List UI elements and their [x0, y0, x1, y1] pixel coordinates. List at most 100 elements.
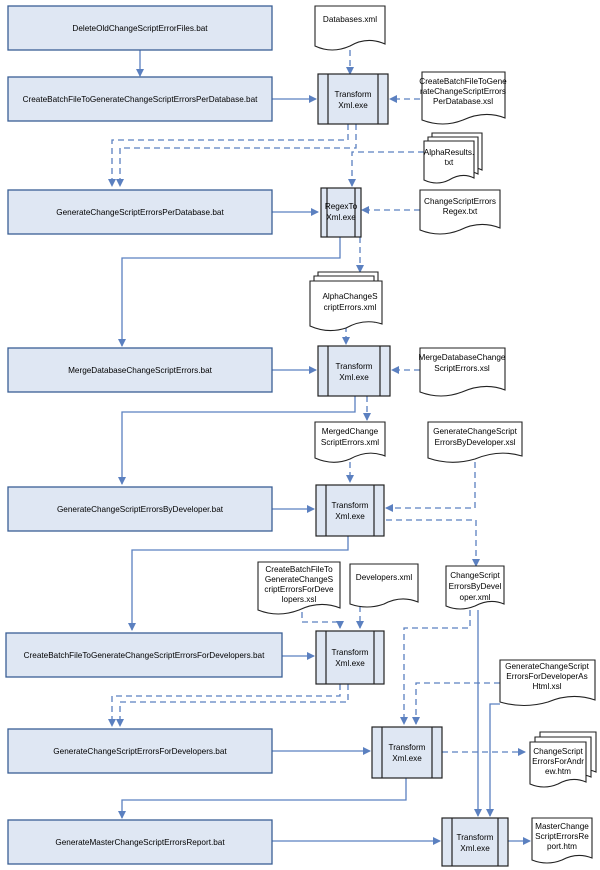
bat-delete-old-box[interactable]: [7, 5, 273, 51]
bat-by-developer-label: GenerateChangeScriptErrorsByDeveloper.ba…: [57, 505, 224, 514]
bat-merge-database-box[interactable]: [7, 347, 273, 393]
process-transform-4[interactable]: Transform Xml.exe: [315, 630, 385, 685]
bat-create-for-developers-label: CreateBatchFileToGenerateChangeScriptErr…: [24, 651, 265, 660]
conn-bydevxml-tx5: [400, 610, 471, 725]
doc-merged-xml-line1: MergedChange: [322, 427, 379, 436]
doc-for-andrew-htm-line1: ChangeScript: [533, 747, 583, 756]
process-transform-3[interactable]: Transform Xml.exe: [315, 484, 385, 537]
batch-files: DeleteOldChangeScriptErrorFiles.bat Crea…: [5, 5, 283, 865]
conn-tx1-bat2b: [116, 124, 357, 187]
doc-as-html-xsl-line2: ErrorsForDeveloperAs: [506, 672, 587, 681]
process-transform-4-line2: Xml.exe: [335, 659, 365, 668]
process-transform-3-line1: Transform: [332, 501, 369, 510]
bat-create-per-database-box[interactable]: [7, 76, 273, 122]
doc-master-report-htm-line1: MasterChange: [535, 822, 589, 831]
doc-for-andrew-htm-line3: ew.htm: [545, 767, 571, 776]
doc-create-for-developers-xsl-line3: criptErrorsForDeve: [264, 585, 334, 594]
doc-for-andrew-htm[interactable]: ChangeScript ErrorsForAndr ew.htm: [529, 731, 597, 788]
doc-databases-xml[interactable]: Databases.xml: [314, 5, 386, 51]
bat-generate-per-database-label: GenerateChangeScriptErrorsPerDatabase.ba…: [56, 208, 224, 217]
doc-alpha-results-txt-line1: AlphaResults.: [424, 148, 475, 157]
doc-create-per-database-xsl[interactable]: CreateBatchFileToGene rateChangeScriptEr…: [419, 71, 507, 125]
doc-create-for-developers-xsl-line1: CreateBatchFileTo: [265, 565, 333, 574]
process-transform-2[interactable]: Transform Xml.exe: [317, 345, 391, 397]
doc-regex-txt-line1: ChangeScriptErrors: [424, 197, 496, 206]
process-transform-1[interactable]: Transform Xml.exe: [317, 73, 389, 125]
doc-create-for-developers-xsl[interactable]: CreateBatchFileTo GenerateChangeS criptE…: [257, 561, 341, 615]
process-transform-3-line2: Xml.exe: [335, 512, 365, 521]
doc-as-html-xsl[interactable]: GenerateChangeScript ErrorsForDeveloperA…: [499, 659, 596, 707]
doc-merged-change-script-errors-xml[interactable]: MergedChange ScriptErrors.xml: [314, 421, 386, 463]
conn-tx3-bydevxml: [386, 519, 480, 567]
doc-as-html-xsl-line1: GenerateChangeScript: [505, 662, 589, 671]
doc-by-developer-xsl-line2: ErrorsByDeveloper.xsl: [435, 438, 516, 447]
process-transform-2-line2: Xml.exe: [339, 373, 369, 382]
doc-by-developer-xml[interactable]: ChangeScript ErrorsByDevel oper.xml: [445, 565, 505, 610]
bat-generate-for-developers-label: GenerateChangeScriptErrorsForDevelopers.…: [53, 747, 227, 756]
conn-devhtmlxsl-tx5: [412, 682, 500, 725]
process-regex[interactable]: RegexTo Xml.exe: [320, 187, 362, 238]
process-transform-6-line1: Transform: [457, 833, 494, 842]
process-transform-1-line1: Transform: [335, 90, 372, 99]
process-transform-5-line1: Transform: [389, 743, 426, 752]
doc-alpha-change-script-errors-xml[interactable]: AlphaChangeS criptErrors.xml: [309, 271, 383, 332]
doc-developers-xml[interactable]: Developers.xml: [349, 563, 419, 608]
doc-for-andrew-htm-line2: ErrorsForAndr: [532, 757, 584, 766]
doc-merge-database-xsl-line1: MergeDatabaseChange: [419, 353, 506, 362]
doc-master-report-htm[interactable]: MasterChange ScriptErrorsRe port.htm: [531, 817, 593, 864]
process-transform-5-line2: Xml.exe: [392, 754, 422, 763]
process-transform-5[interactable]: Transform Xml.exe: [371, 726, 443, 779]
conn-tx4-bat6a: [108, 684, 341, 727]
bat-by-developer-box[interactable]: [7, 486, 273, 532]
doc-alpha-results-txt[interactable]: AlphaResults. txt: [423, 132, 483, 184]
doc-by-developer-xsl-line1: GenerateChangeScript: [433, 427, 517, 436]
process-transform-1-line2: Xml.exe: [338, 101, 368, 110]
connectors: [108, 50, 531, 845]
doc-by-developer-xsl[interactable]: GenerateChangeScript ErrorsByDeveloper.x…: [427, 421, 523, 463]
doc-master-report-htm-line3: port.htm: [547, 842, 577, 851]
doc-as-html-xsl-line3: Html.xsl: [532, 682, 561, 691]
conn-tx5-bat7: [118, 778, 407, 819]
process-regex-line2: Xml.exe: [326, 213, 356, 222]
process-transform-2-line1: Transform: [336, 362, 373, 371]
bat-merge-database-label: MergeDatabaseChangeScriptErrors.bat: [68, 366, 213, 375]
doc-create-per-database-xsl-line2: rateChangeScriptErrors: [420, 87, 506, 96]
conn-devxsl-tx6: [486, 703, 500, 817]
conn-bydevxsl-tx3: [385, 462, 476, 512]
doc-create-per-database-xsl-line3: PerDatabase.xsl: [433, 97, 493, 106]
conn-tx2-bat4: [118, 396, 356, 485]
doc-alpha-results-txt-line2: txt: [445, 158, 454, 167]
bat-generate-per-database-box[interactable]: [7, 189, 273, 235]
doc-developers-xml-line1: Developers.xml: [356, 573, 413, 582]
process-regex-line1: RegexTo: [325, 202, 358, 211]
process-transform-6[interactable]: Transform Xml.exe: [441, 817, 509, 867]
bat-generate-for-developers-box[interactable]: [7, 728, 273, 774]
doc-regex-txt[interactable]: ChangeScriptErrors Regex.txt: [419, 189, 501, 235]
conn-tx1-bat2a: [108, 124, 349, 187]
bat-master-report-box[interactable]: [7, 819, 273, 865]
conn-regex-bat3: [118, 237, 341, 347]
documents: Databases.xml CreateBatchFileToGene rate…: [257, 5, 597, 864]
bat-master-report-label: GenerateMasterChangeScriptErrorsReport.b…: [55, 838, 225, 847]
doc-databases-xml-line1: Databases.xml: [323, 15, 377, 24]
conn-alpha-regex: [348, 151, 424, 187]
doc-merge-database-xsl-line2: ScriptErrors.xsl: [434, 364, 490, 373]
conn-tx4-bat6b: [116, 684, 349, 727]
doc-master-report-htm-line2: ScriptErrorsRe: [535, 832, 589, 841]
bat-create-per-database-label: CreateBatchFileToGenerateChangeScriptErr…: [23, 95, 259, 104]
doc-regex-txt-line2: Regex.txt: [443, 207, 478, 216]
doc-merge-database-xsl[interactable]: MergeDatabaseChange ScriptErrors.xsl: [419, 347, 506, 397]
doc-by-developer-xml-line3: oper.xml: [460, 593, 491, 602]
doc-create-for-developers-xsl-line4: lopers.xsl: [282, 595, 317, 604]
doc-by-developer-xml-line1: ChangeScript: [450, 571, 500, 580]
bat-create-for-developers-box[interactable]: [5, 632, 283, 678]
conn-tx3-bat5: [128, 536, 349, 631]
doc-merged-xml-line2: ScriptErrors.xml: [321, 438, 379, 447]
doc-alpha-change-script-errors-xml-line2: criptErrors.xml: [324, 303, 377, 312]
bat-delete-old-label: DeleteOldChangeScriptErrorFiles.bat: [72, 24, 208, 33]
process-transform-6-line2: Xml.exe: [460, 844, 490, 853]
doc-create-per-database-xsl-line1: CreateBatchFileToGene: [419, 77, 507, 86]
doc-alpha-change-script-errors-xml-line1: AlphaChangeS: [322, 292, 378, 301]
